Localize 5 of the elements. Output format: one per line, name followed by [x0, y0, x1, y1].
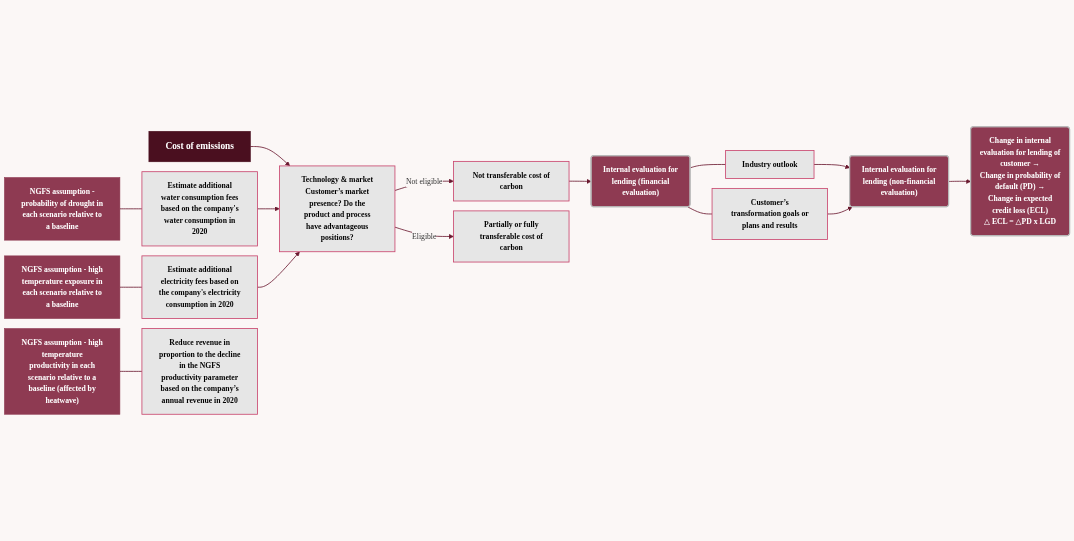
node-box: Cost of emissions	[148, 131, 251, 163]
connector	[119, 286, 143, 288]
connector	[119, 208, 143, 210]
connector	[687, 206, 713, 215]
connector	[119, 370, 143, 372]
